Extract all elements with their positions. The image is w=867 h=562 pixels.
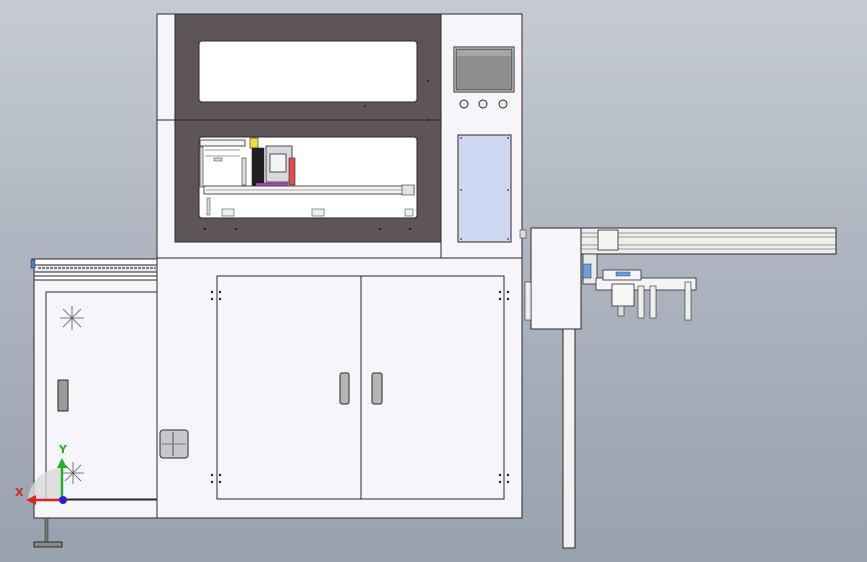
access-panel[interactable]: [457, 134, 512, 243]
output-conveyor: [524, 227, 837, 549]
upper-window-glass: [198, 40, 418, 103]
z-axis-dot: [59, 496, 67, 504]
leveling-foot: [33, 517, 63, 548]
hmi-button-2[interactable]: [478, 99, 488, 109]
door-hinges: [210, 290, 510, 484]
lower-window-glass: [198, 136, 418, 219]
coordinate-triad: [26, 458, 67, 505]
y-axis-label: Y: [59, 443, 67, 456]
left-cabinet: [30, 258, 159, 548]
vent-icon: [62, 462, 84, 484]
main-machine: [156, 13, 527, 519]
support-leg: [562, 328, 576, 549]
x-axis-label: X: [15, 486, 24, 499]
left-door-handle[interactable]: [339, 372, 350, 405]
internal-mechanism: [199, 137, 415, 217]
left-door-handle[interactable]: [57, 379, 69, 412]
right-door[interactable]: [360, 275, 505, 500]
conveyor-rail: [580, 227, 837, 255]
conveyor-housing: [530, 227, 582, 330]
hmi-button-3[interactable]: [498, 99, 508, 109]
hmi-button-1[interactable]: [459, 99, 469, 109]
vent-icon: [60, 306, 84, 330]
right-door-handle[interactable]: [371, 372, 383, 405]
left-door[interactable]: [216, 275, 362, 500]
